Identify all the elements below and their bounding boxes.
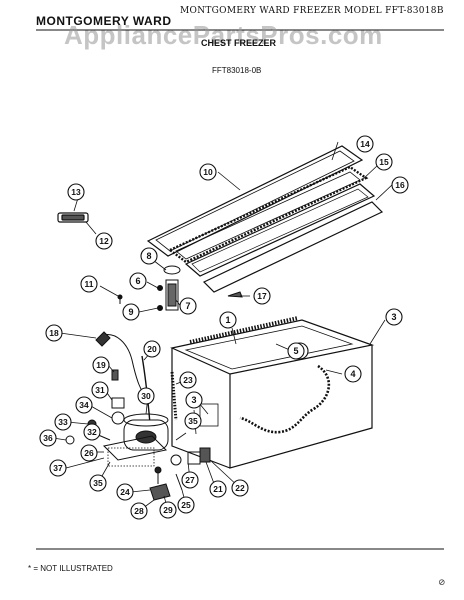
callout-circle (91, 381, 109, 399)
callout-number: 5 (293, 346, 298, 356)
callout-circle (116, 483, 134, 501)
callout-number: 10 (203, 167, 213, 177)
lid-breaker-part (202, 201, 384, 293)
callout-number: 3 (391, 312, 396, 322)
callout-number: 24 (120, 487, 130, 497)
callout-number: 17 (257, 291, 267, 301)
callout-circle (177, 496, 195, 514)
callout-circle (231, 479, 249, 497)
callout-number: 7 (185, 301, 190, 311)
callout-circle (67, 183, 85, 201)
header-model-line: MONTGOMERY WARD FREEZER MODEL FFT-83018B (180, 6, 444, 16)
callout-number: 21 (213, 484, 223, 494)
diagram-title: CHEST FREEZER (201, 38, 277, 48)
callout-circle (80, 275, 98, 293)
callout-circle (49, 459, 67, 477)
callout-circle (181, 471, 199, 489)
footnote-text: * = NOT ILLUSTRATED (28, 564, 113, 573)
callout-circle (83, 423, 101, 441)
lid-outer-part (146, 145, 364, 257)
callout-number: 31 (95, 385, 105, 395)
callout-number: 29 (163, 505, 173, 515)
callout-circle (356, 135, 374, 153)
callout-circle (219, 311, 237, 329)
callout-number: 13 (71, 187, 81, 197)
callout-circle (54, 413, 72, 431)
callout-circle (45, 324, 63, 342)
callout-number: 36 (43, 433, 53, 443)
callout-circle (179, 297, 197, 315)
callout-number: 28 (134, 506, 144, 516)
watermark-text: AppliancePartsPros.com (64, 20, 383, 50)
callout-number: 33 (58, 417, 68, 427)
callout-circle (209, 480, 227, 498)
callout-number: 6 (135, 276, 140, 286)
callout-circle (92, 356, 110, 374)
callout-circle (184, 412, 202, 430)
lid-assembly (146, 145, 384, 293)
callout-circle (185, 391, 203, 409)
callout-number: 4 (350, 369, 355, 379)
callout-group: 1233456789101112131415161718192021222324… (39, 135, 409, 520)
callout-circle (253, 287, 271, 305)
callout-circle (385, 308, 403, 326)
callout-number: 20 (147, 344, 157, 354)
lid-gasket-part (167, 165, 369, 264)
callout-number: 16 (395, 180, 405, 190)
callout-circle (80, 444, 98, 462)
model-code: FFT83018-0B (212, 66, 262, 75)
callout-number: 35 (93, 478, 103, 488)
callout-circle (89, 474, 107, 492)
callout-number: 1 (225, 315, 230, 325)
callout-circle (391, 176, 409, 194)
callout-circle (344, 365, 362, 383)
handle-part (57, 212, 89, 223)
brand-label: MONTGOMERY WARD (36, 14, 172, 28)
callout-circle (375, 153, 393, 171)
callout-number: 19 (96, 360, 106, 370)
callout-number: 32 (87, 427, 97, 437)
callout-circle (140, 247, 158, 265)
callout-circle (179, 371, 197, 389)
callout-number: 30 (141, 391, 151, 401)
lid-liner-part (184, 183, 376, 277)
cabinet-part (170, 316, 375, 469)
hinge-parts (117, 265, 243, 311)
callout-number: 27 (185, 475, 195, 485)
corner-mark-icon: ⊘ (438, 578, 446, 588)
callout-number: 9 (128, 307, 133, 317)
callout-number: 22 (235, 483, 245, 493)
callout-number: 18 (49, 328, 59, 338)
callout-number: 35 (188, 416, 198, 426)
callout-number: 25 (181, 500, 191, 510)
callout-circle (143, 340, 161, 358)
callout-number: 12 (99, 236, 109, 246)
callout-number: 11 (85, 279, 94, 289)
callout-circle (95, 232, 113, 250)
callout-number: 37 (53, 463, 63, 473)
callout-circle (159, 501, 177, 519)
callout-number: 3 (191, 395, 196, 405)
callout-circle (122, 303, 140, 321)
callout-circle (287, 342, 305, 360)
callout-circle (129, 272, 147, 290)
callout-circle (39, 429, 57, 447)
callout-circle (199, 163, 217, 181)
callout-number: 34 (79, 400, 89, 410)
callout-number: 15 (379, 157, 389, 167)
callout-circle (137, 387, 155, 405)
callout-number: 26 (84, 448, 94, 458)
callout-circle (75, 396, 93, 414)
callout-number: 14 (360, 139, 370, 149)
callout-circle (130, 502, 148, 520)
callout-number: 8 (146, 251, 151, 261)
callout-number: 23 (183, 375, 193, 385)
